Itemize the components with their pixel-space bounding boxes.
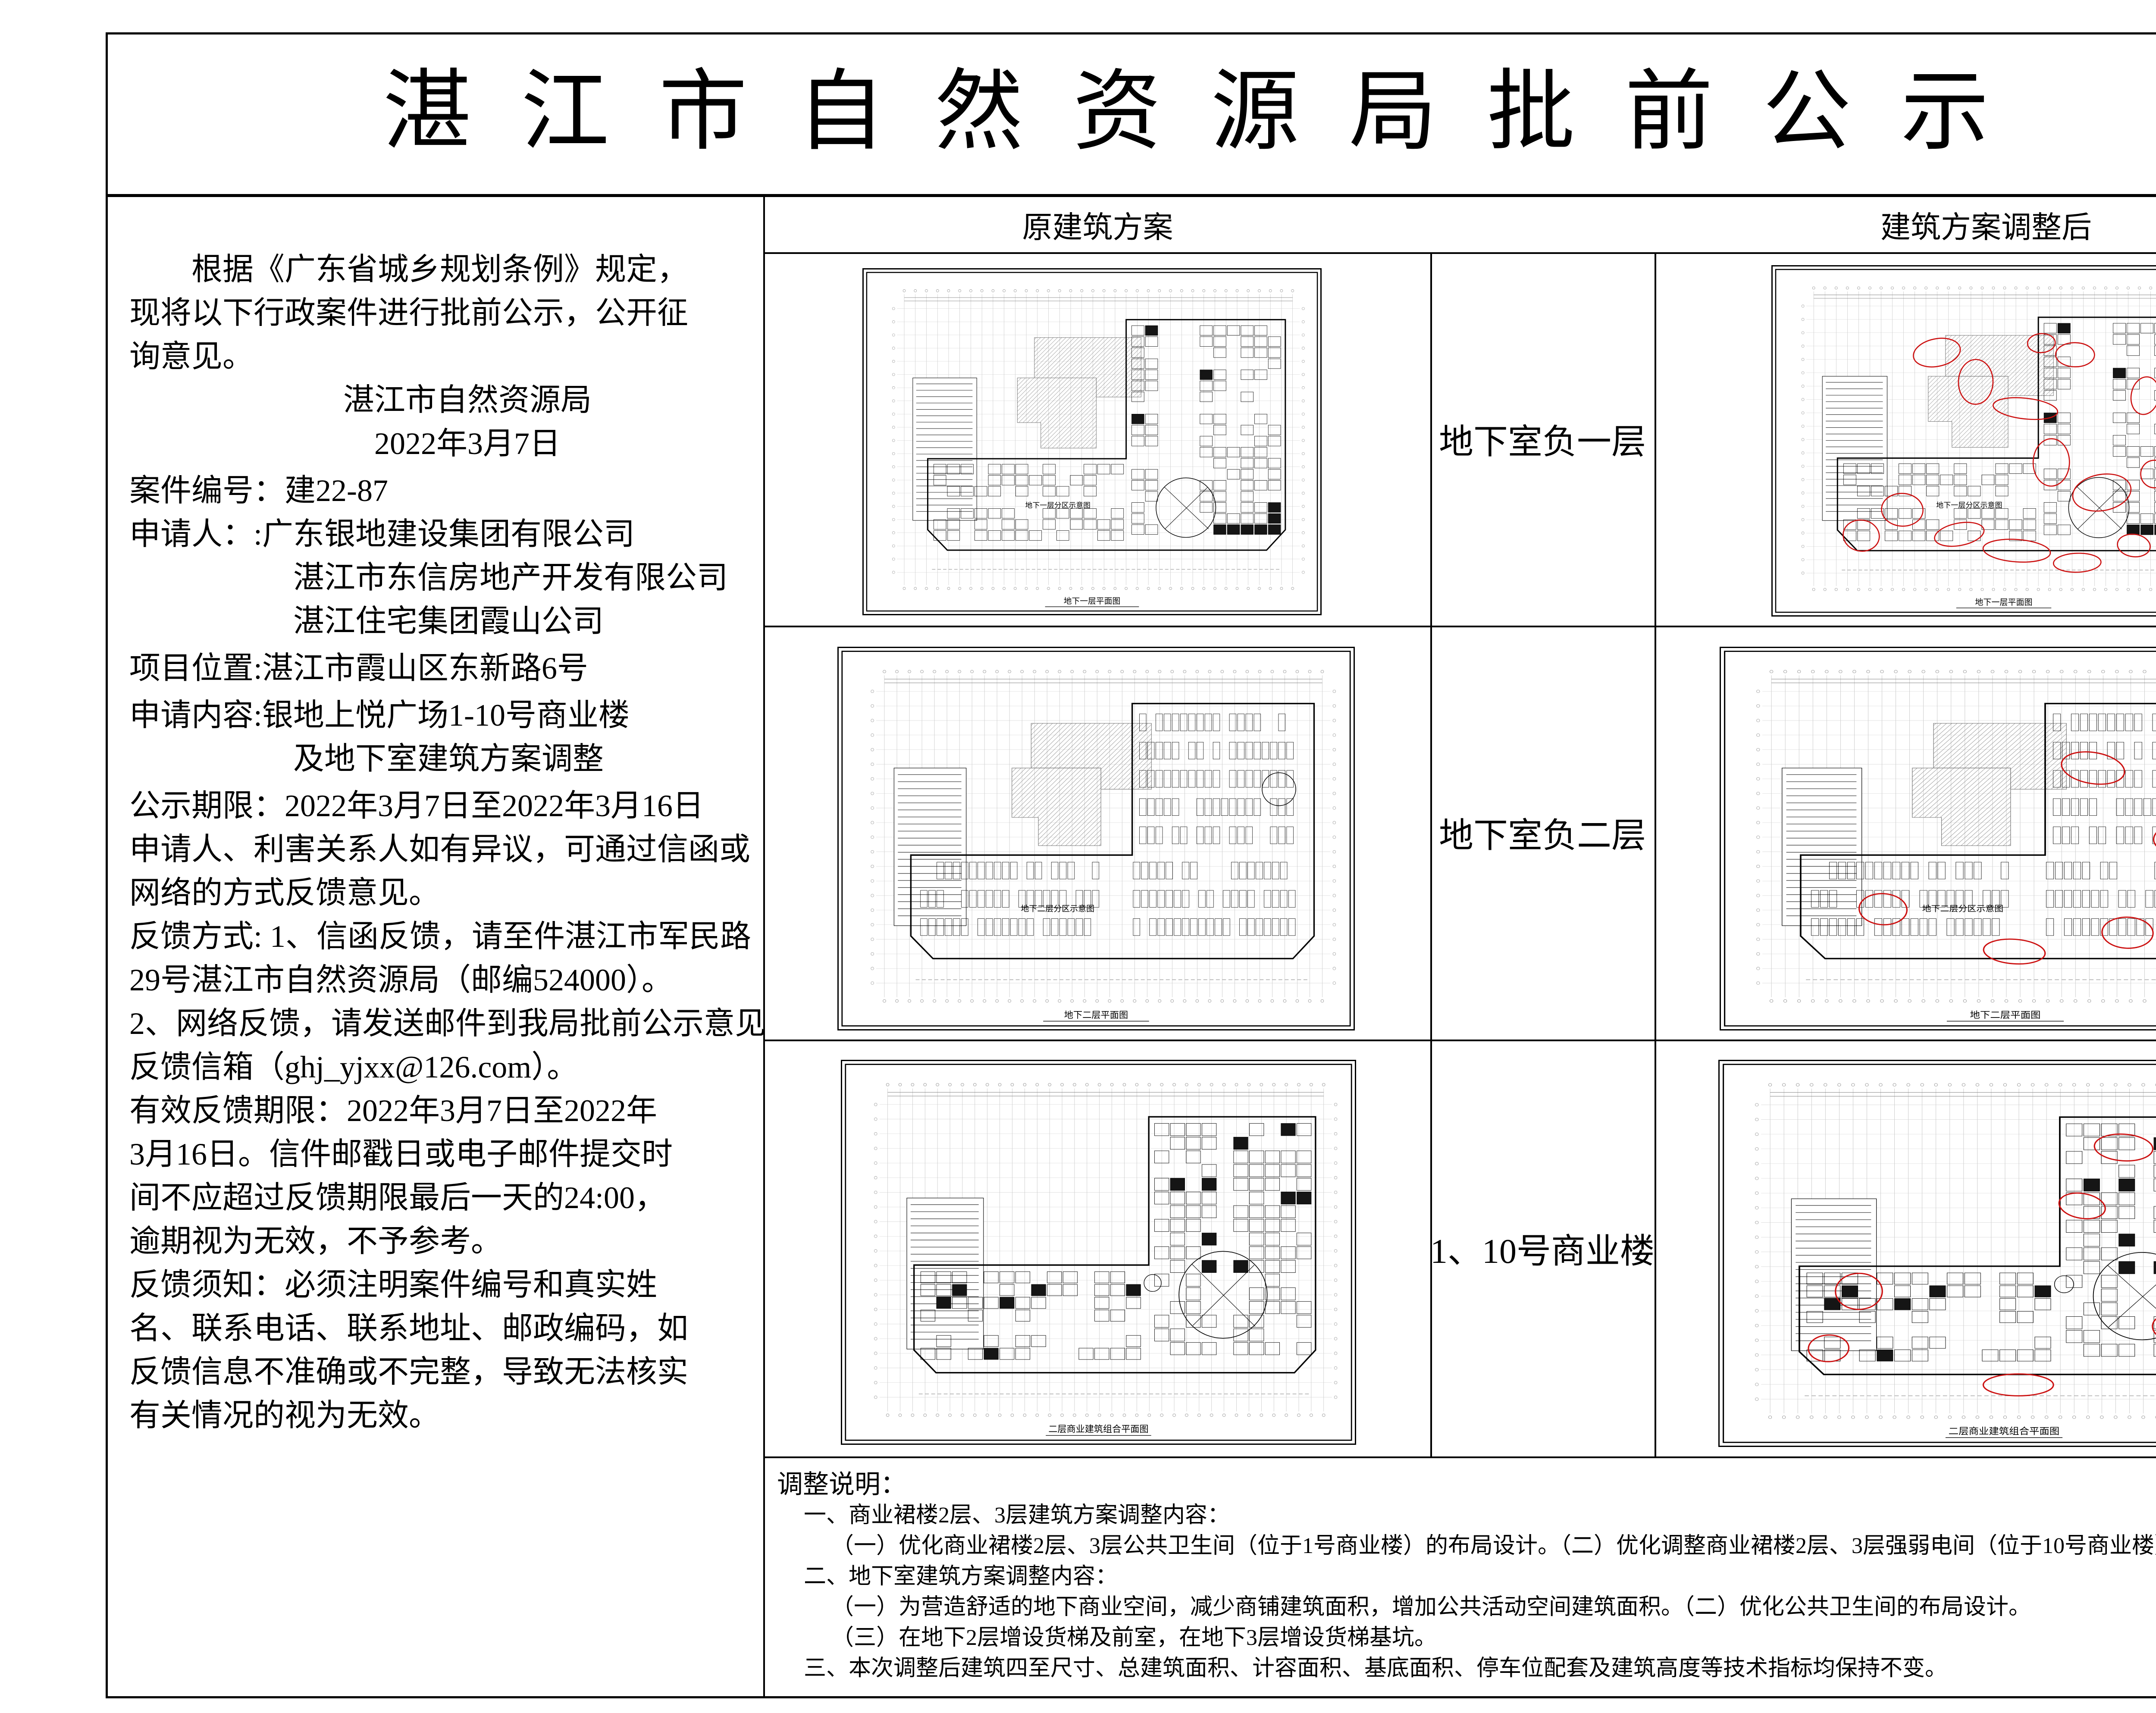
notice-line: 2、网络反馈，请发送邮件到我局批前公示意见 [129, 1006, 766, 1041]
adjustment-item: （一）优化商业裙楼2层、3层公共卫生间（位于1号商业楼）的布局设计。（二）优化调… [831, 1534, 2156, 1558]
notice-date: 2022年3月7日 [374, 426, 561, 461]
adjustment-heading: 调整说明： [777, 1470, 906, 1499]
svg-text:地下一层平面图: 地下一层平面图 [1975, 598, 2032, 607]
notice-line: 名、联系电话、联系地址、邮政编码，如 [129, 1311, 689, 1346]
plan-frame-original-b1: 地下一层分区示意图地下一层平面图 [862, 268, 1322, 615]
applicant-line: 湛江市东信房地产开发有限公司 [293, 561, 728, 595]
notice-line: 申请人、利害关系人如有异议，可通过信函或 [129, 832, 751, 867]
svg-text:地下二层平面图: 地下二层平面图 [1970, 1010, 2041, 1020]
notice-agency: 湛江市自然资源局 [343, 383, 592, 417]
floor-plan-sketch: 二层商业建筑组合平面图 [1720, 1062, 2156, 1445]
notice-line: 逾期视为无效，不予参考。 [129, 1224, 502, 1259]
svg-text:地下二层分区示意图: 地下二层分区示意图 [1922, 905, 2004, 914]
header-original-plan: 原建筑方案 [1022, 211, 1173, 244]
notice-line: 有效反馈期限：2022年3月7日至2022年 [129, 1093, 658, 1128]
row-label-basement-1: 地下室负一层 [1439, 423, 1646, 461]
svg-text:地下二层平面图: 地下二层平面图 [1064, 1010, 1128, 1020]
row-divider [763, 626, 2156, 627]
notice-text-panel: 根据《广东省城乡规划条例》规定， 现将以下行政案件进行批前公示，公开征 询意见。… [106, 197, 766, 1698]
project-location: 项目位置:湛江市霞山区东新路6号 [129, 651, 589, 686]
plan-frame-adjusted-commercial: 二层商业建筑组合平面图 [1718, 1060, 2156, 1447]
adjustment-item: 三、本次调整后建筑四至尺寸、总建筑面积、计容面积、基底面积、停车位配套及建筑高度… [804, 1656, 1948, 1681]
notice-line: 现将以下行政案件进行批前公示，公开征 [129, 296, 689, 330]
svg-text:二层商业建筑组合平面图: 二层商业建筑组合平面图 [1048, 1424, 1148, 1434]
label-column-left-border [1430, 254, 1432, 1456]
notes-section-divider [763, 1456, 2156, 1458]
header-adjusted-plan: 建筑方案调整后 [1880, 211, 2092, 244]
svg-text:二层商业建筑组合平面图: 二层商业建筑组合平面图 [1949, 1426, 2059, 1437]
notice-line: 3月16日。信件邮戳日或电子邮件提交时 [129, 1137, 673, 1171]
svg-text:地下一层平面图: 地下一层平面图 [1064, 596, 1121, 606]
plan-frame-original-b2: 地下二层分区示意图地下二层平面图 [837, 647, 1355, 1030]
applicant-line: 湛江住宅集团霞山公司 [293, 604, 604, 639]
notice-line: 间不应超过反馈期限最后一天的24:00， [129, 1181, 666, 1215]
page-border [106, 32, 2156, 1698]
svg-text:地下一层分区示意图: 地下一层分区示意图 [1936, 501, 2002, 509]
row-divider [763, 1040, 2156, 1041]
case-number: 案件编号：建22-87 [129, 473, 388, 508]
adjustment-notes: 调整说明： 一、商业裙楼2层、3层建筑方案调整内容： （一）优化商业裙楼2层、3… [765, 1458, 2156, 1697]
adjustment-item: 一、商业裙楼2层、3层建筑方案调整内容： [804, 1503, 1230, 1528]
row-label-basement-2: 地下室负二层 [1439, 817, 1646, 855]
notice-line: 有关情况的视为无效。 [129, 1398, 440, 1433]
adjustment-item: 二、地下室建筑方案调整内容： [804, 1564, 1118, 1589]
notice-line: 根据《广东省城乡规划条例》规定， [191, 252, 689, 287]
adjustment-item: （一）为营造舒适的地下商业空间，减少商铺建筑面积，增加公共活动空间建筑面积。（二… [831, 1595, 2031, 1619]
plan-frame-original-commercial: 二层商业建筑组合平面图 [841, 1060, 1356, 1445]
plan-frame-adjusted-b2: 地下二层分区示意图地下二层平面图 [1720, 647, 2156, 1030]
notice-line: 反馈信息不准确或不完整，导致无法核实 [129, 1355, 689, 1389]
notice-line: 反馈方式: 1、信函反馈，请至件湛江市军民路 [129, 919, 752, 954]
header-row-divider [763, 252, 2156, 254]
row-label-commercial: 1、10号商业楼 [1430, 1232, 1655, 1271]
notice-line: 反馈须知：必须注明案件编号和真实姓 [129, 1268, 658, 1302]
svg-text:地下一层分区示意图: 地下一层分区示意图 [1025, 501, 1091, 509]
notice-line: 询意见。 [129, 339, 254, 374]
application-content: 及地下室建筑方案调整 [293, 742, 604, 776]
page-title: 湛江市自然资源局批前公示 [383, 63, 2039, 161]
plan-frame-adjusted-b1: 地下一层分区示意图地下一层平面图 [1771, 265, 2156, 617]
svg-text:地下二层分区示意图: 地下二层分区示意图 [1021, 904, 1094, 914]
adjustment-item: （三）在地下2层增设货梯及前室，在地下3层增设货梯基坑。 [831, 1625, 1437, 1650]
label-column-right-border [1655, 254, 1656, 1456]
feedback-email-line: 反馈信箱（ghj_yjxx@126.com）。 [129, 1050, 578, 1084]
application-content: 申请内容:银地上悦广场1-10号商业楼 [129, 698, 630, 733]
notice-line: 29号湛江市自然资源局（邮编524000）。 [129, 963, 673, 997]
notice-line: 公示期限：2022年3月7日至2022年3月16日 [129, 789, 704, 823]
applicant-line: 申请人：:广东银地建设集团有限公司 [129, 517, 635, 551]
title-divider [106, 194, 2156, 197]
notice-line: 网络的方式反馈意见。 [129, 876, 440, 910]
floor-plan-sketch: 二层商业建筑组合平面图 [843, 1062, 1354, 1443]
